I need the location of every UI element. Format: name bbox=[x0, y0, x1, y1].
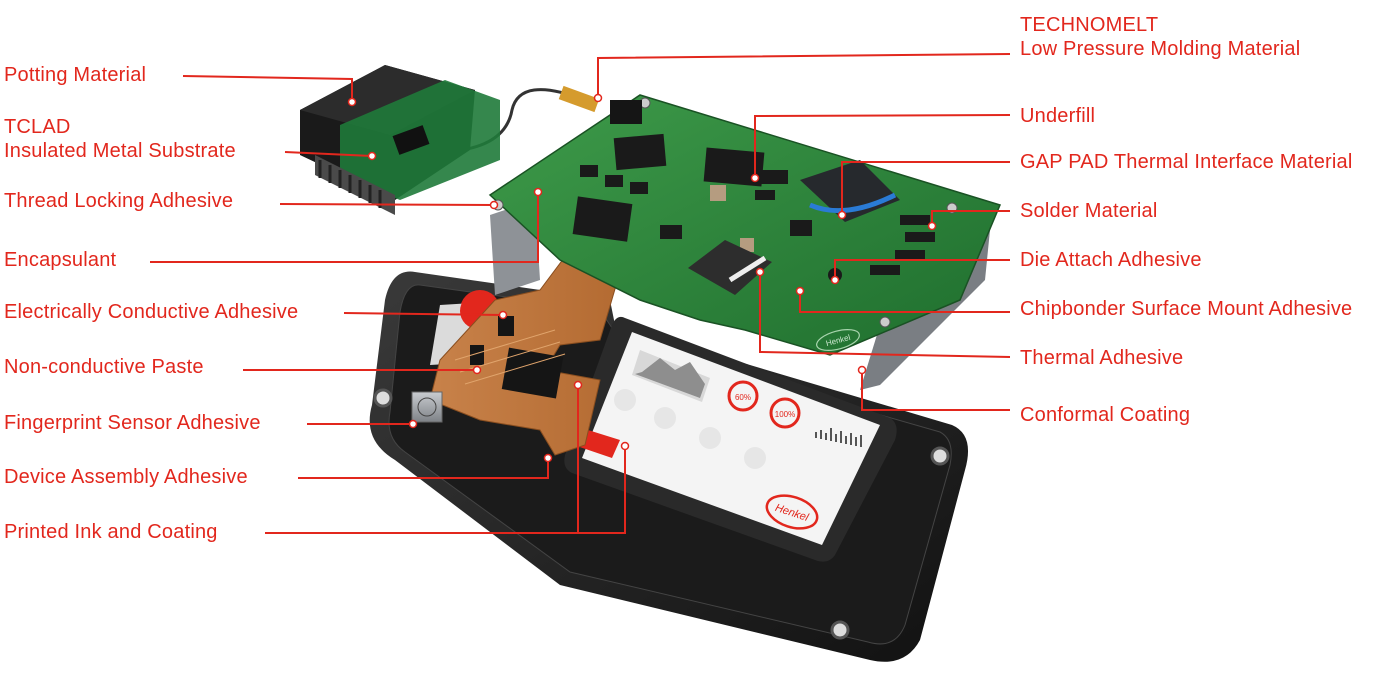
label-printed-ink-and-coating: Printed Ink and Coating bbox=[4, 521, 218, 543]
label-die-attach-adhesive: Die Attach Adhesive bbox=[1020, 249, 1202, 271]
leader-dots bbox=[347, 93, 937, 463]
potting-module bbox=[300, 65, 500, 215]
label-device-assembly-adhesive: Device Assembly Adhesive bbox=[4, 466, 248, 488]
label-potting-material: Potting Material bbox=[4, 64, 147, 86]
label-thermal-adhesive: Thermal Adhesive bbox=[1020, 347, 1184, 369]
label-chipbonder: Chipbonder Surface Mount Adhesive bbox=[1020, 298, 1353, 320]
label-tclad: TCLAD Insulated Metal Substrate bbox=[4, 116, 236, 162]
label-conformal-coating: Conformal Coating bbox=[1020, 404, 1191, 426]
overmolded-connector bbox=[558, 85, 600, 113]
label-gap-pad: GAP PAD Thermal Interface Material bbox=[1020, 151, 1353, 173]
bar-icon bbox=[815, 428, 862, 447]
leader-lines bbox=[150, 53, 1011, 534]
label-encapsulant: Encapsulant bbox=[4, 249, 117, 271]
label-thread-locking-adhesive: Thread Locking Adhesive bbox=[4, 190, 234, 212]
gauge-2-text: 100% bbox=[775, 410, 795, 419]
flex-circuit bbox=[411, 249, 626, 456]
label-electrically-conductive-adhesive: Electrically Conductive Adhesive bbox=[4, 301, 299, 323]
display-screen: 60% 100% Henkel bbox=[564, 316, 897, 562]
label-underfill: Underfill bbox=[1020, 105, 1096, 127]
label-technomelt: TECHNOMELT Low Pressure Molding Material bbox=[1020, 14, 1301, 60]
label-fingerprint-sensor-adhesive: Fingerprint Sensor Adhesive bbox=[4, 412, 261, 434]
main-pcb: Henkel bbox=[488, 94, 1002, 356]
label-solder-material: Solder Material bbox=[1020, 200, 1158, 222]
label-non-conductive-paste: Non-conductive Paste bbox=[4, 356, 204, 378]
gauge-1-text: 60% bbox=[735, 393, 751, 402]
